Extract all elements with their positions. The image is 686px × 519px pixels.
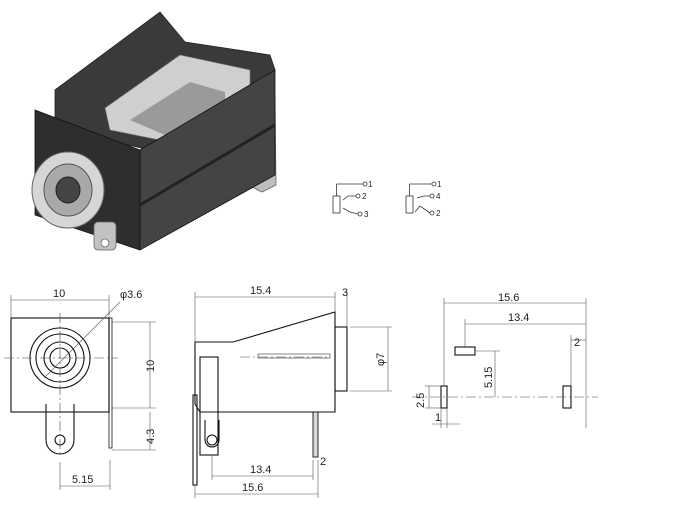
schematic-left: 1 2 3 <box>332 180 373 219</box>
dim-side-pin-spacing: 13.4 <box>250 464 271 476</box>
schematic-right: 1 4 2 <box>405 180 442 218</box>
dim-front-tab-offset: 5.15 <box>72 474 93 486</box>
side-view: 15.4 3 φ7 13.4 2 15.6 <box>192 285 392 498</box>
dim-front-hole-dia: φ3.6 <box>120 289 142 301</box>
dim-front-lower-height: 4.3 <box>145 429 157 444</box>
pcb-footprint: 15.6 13.4 2 5.15 2.5 1 <box>412 292 598 428</box>
dim-pcb-total: 15.6 <box>498 292 519 304</box>
pin-terminal <box>357 211 363 217</box>
photo-marking: ᚲ <box>45 121 50 130</box>
dim-pcb-pad-width: 1 <box>435 412 441 424</box>
front-view: 10 φ3.6 10 4.3 5.15 <box>4 288 157 490</box>
pin-terminal <box>362 181 368 187</box>
dim-side-pin-width: 2 <box>320 456 326 468</box>
pin-terminal <box>355 193 361 199</box>
schematic-left-pin-3: 3 <box>364 210 369 219</box>
dim-side-nose-length: 3 <box>342 287 348 299</box>
schematic-left-pin-2: 2 <box>362 192 367 201</box>
dim-side-total-length: 15.6 <box>242 482 263 494</box>
schematic-right-pin-1: 1 <box>437 180 442 189</box>
dim-front-height: 10 <box>145 360 157 372</box>
product-photo: ᚲ <box>31 11 277 251</box>
dim-pcb-offset: 5.15 <box>483 367 495 388</box>
dim-pcb-pad-height: 2.5 <box>415 393 427 408</box>
dim-pcb-spacing: 13.4 <box>508 312 529 324</box>
dim-pcb-pin-width: 2 <box>574 337 580 349</box>
dim-side-body-length: 15.4 <box>250 285 271 297</box>
dim-side-nose-dia: φ7 <box>375 353 387 366</box>
schematic-left-pin-1: 1 <box>368 180 373 189</box>
pin-terminal <box>429 210 435 216</box>
schematic-right-pin-4: 4 <box>436 192 441 201</box>
pin-terminal <box>431 181 437 187</box>
pad-top <box>454 346 476 356</box>
dim-front-width: 10 <box>53 288 65 300</box>
pin-terminal <box>429 193 435 199</box>
schematic-right-pin-2: 2 <box>436 209 441 218</box>
